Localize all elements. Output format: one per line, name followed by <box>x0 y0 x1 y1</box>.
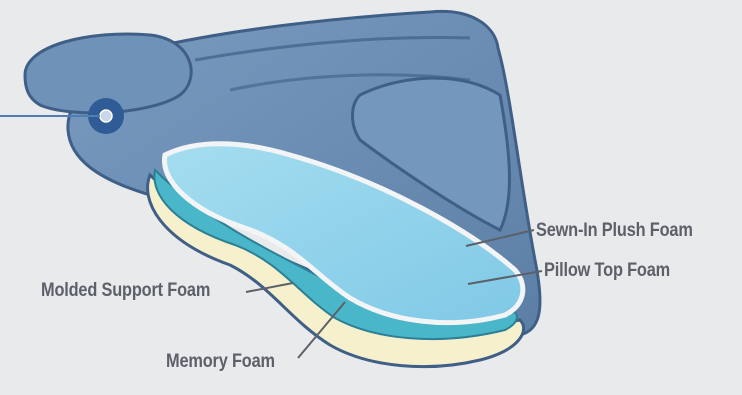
callout-dot-center <box>100 110 112 122</box>
label-pillow-top-foam: Pillow Top Foam <box>544 260 670 282</box>
label-molded-support-foam: Molded Support Foam <box>41 280 210 302</box>
label-memory-foam: Memory Foam <box>166 351 275 373</box>
label-sewn-in-plush-foam: Sewn-In Plush Foam <box>536 220 693 242</box>
